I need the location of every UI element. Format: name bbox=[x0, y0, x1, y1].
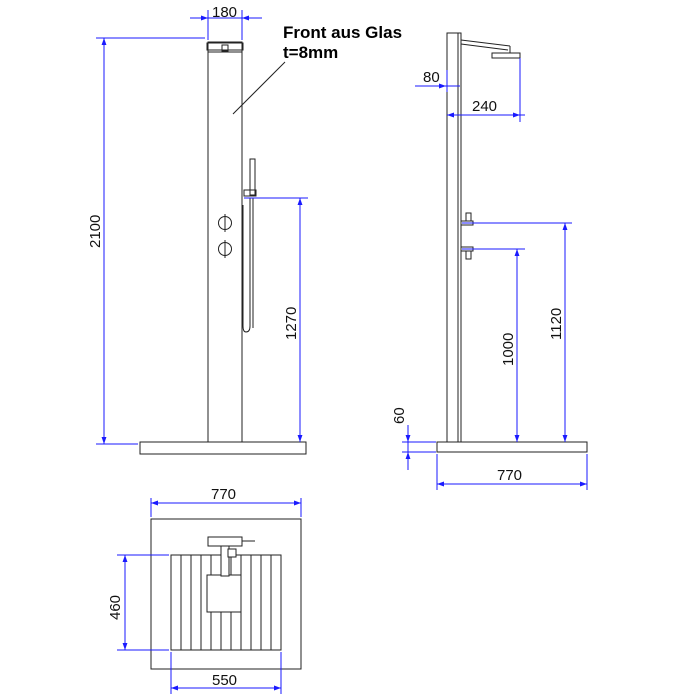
plan-column-top bbox=[207, 536, 243, 547]
front-top-outlet bbox=[221, 44, 229, 52]
plan-valve bbox=[227, 548, 237, 558]
plan-outer-width-label: 770 bbox=[211, 486, 236, 503]
shower-arm bbox=[460, 39, 511, 47]
side-offset-label: 80 bbox=[423, 69, 440, 86]
shower-arm-lower bbox=[460, 43, 509, 51]
front-dimensions bbox=[96, 10, 308, 445]
side-view bbox=[436, 32, 588, 453]
front-view bbox=[139, 41, 307, 455]
front-top-cap bbox=[206, 42, 244, 51]
plan-view bbox=[150, 518, 302, 670]
glass-note-line2: t=8mm bbox=[283, 43, 338, 62]
glass-note-line1: Front aus Glas bbox=[283, 23, 402, 42]
plan-outer-plate bbox=[150, 518, 302, 670]
plan-inner-width-label: 550 bbox=[212, 672, 237, 689]
side-base-plate bbox=[436, 441, 588, 453]
front-base-plate bbox=[139, 441, 307, 455]
plan-depth-label: 460 bbox=[107, 595, 124, 620]
side-upper-valve-knob bbox=[465, 212, 472, 222]
plan-dimensions bbox=[117, 498, 302, 694]
front-width-label: 180 bbox=[212, 4, 237, 21]
side-upper-valve-label: 1120 bbox=[548, 308, 565, 340]
side-reach-label: 240 bbox=[472, 98, 497, 115]
front-column bbox=[207, 41, 243, 443]
shower-head bbox=[491, 52, 521, 59]
hand-shower-hose bbox=[242, 198, 251, 333]
side-base-height-label: 60 bbox=[391, 407, 408, 424]
side-lower-valve-label: 1000 bbox=[500, 333, 517, 366]
glass-note-leader bbox=[232, 61, 286, 115]
side-column bbox=[446, 32, 462, 443]
handshower-height-label: 1270 bbox=[283, 307, 300, 340]
side-base-depth-label: 770 bbox=[497, 467, 522, 484]
plan-arm bbox=[220, 545, 230, 577]
front-height-label: 2100 bbox=[87, 215, 104, 248]
side-dimensions bbox=[402, 58, 588, 490]
side-lower-valve-knob bbox=[465, 250, 472, 260]
hand-shower-holder bbox=[243, 189, 257, 197]
plan-head-outline bbox=[206, 574, 242, 613]
hand-shower-head bbox=[249, 158, 256, 196]
